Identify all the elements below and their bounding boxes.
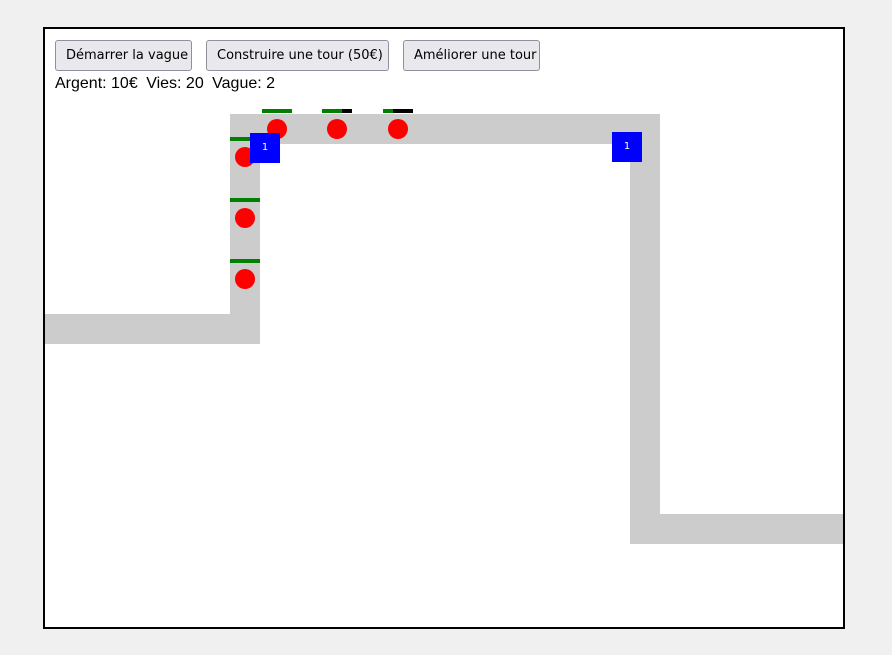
path-segment xyxy=(230,114,660,144)
enemy-health-fill xyxy=(262,109,292,113)
enemy xyxy=(388,119,408,139)
enemy-health-bar xyxy=(262,109,292,113)
enemy xyxy=(235,269,255,289)
start-wave-button[interactable]: Démarrer la vague xyxy=(55,40,192,71)
enemy-health-fill xyxy=(230,259,260,263)
upgrade-tower-button[interactable]: Améliorer une tour xyxy=(403,40,540,71)
tower[interactable]: 1 xyxy=(612,132,642,162)
lives-display: Vies: 20 xyxy=(146,75,204,92)
enemy-health-fill xyxy=(230,198,260,202)
wave-display: Vague: 2 xyxy=(212,75,276,92)
game-canvas[interactable]: Démarrer la vague Construire une tour (5… xyxy=(43,27,845,629)
stats-bar: Argent: 10€ Vies: 20 Vague: 2 xyxy=(55,75,279,93)
enemy xyxy=(235,208,255,228)
enemy-health-bar xyxy=(383,109,413,113)
enemy xyxy=(327,119,347,139)
enemy-health-bar xyxy=(230,198,260,202)
path-segment xyxy=(45,314,260,344)
path-segment xyxy=(630,514,843,544)
build-tower-button[interactable]: Construire une tour (50€) xyxy=(206,40,389,71)
enemy-health-fill xyxy=(230,137,260,141)
path-segment xyxy=(630,114,660,544)
enemy-health-bar xyxy=(230,137,260,141)
tower[interactable]: 1 xyxy=(250,133,280,163)
money-display: Argent: 10€ xyxy=(55,75,138,92)
enemy-health-bar xyxy=(322,109,352,113)
enemy-health-fill xyxy=(383,109,393,113)
enemy-health-bar xyxy=(230,259,260,263)
enemy-health-fill xyxy=(322,109,343,113)
